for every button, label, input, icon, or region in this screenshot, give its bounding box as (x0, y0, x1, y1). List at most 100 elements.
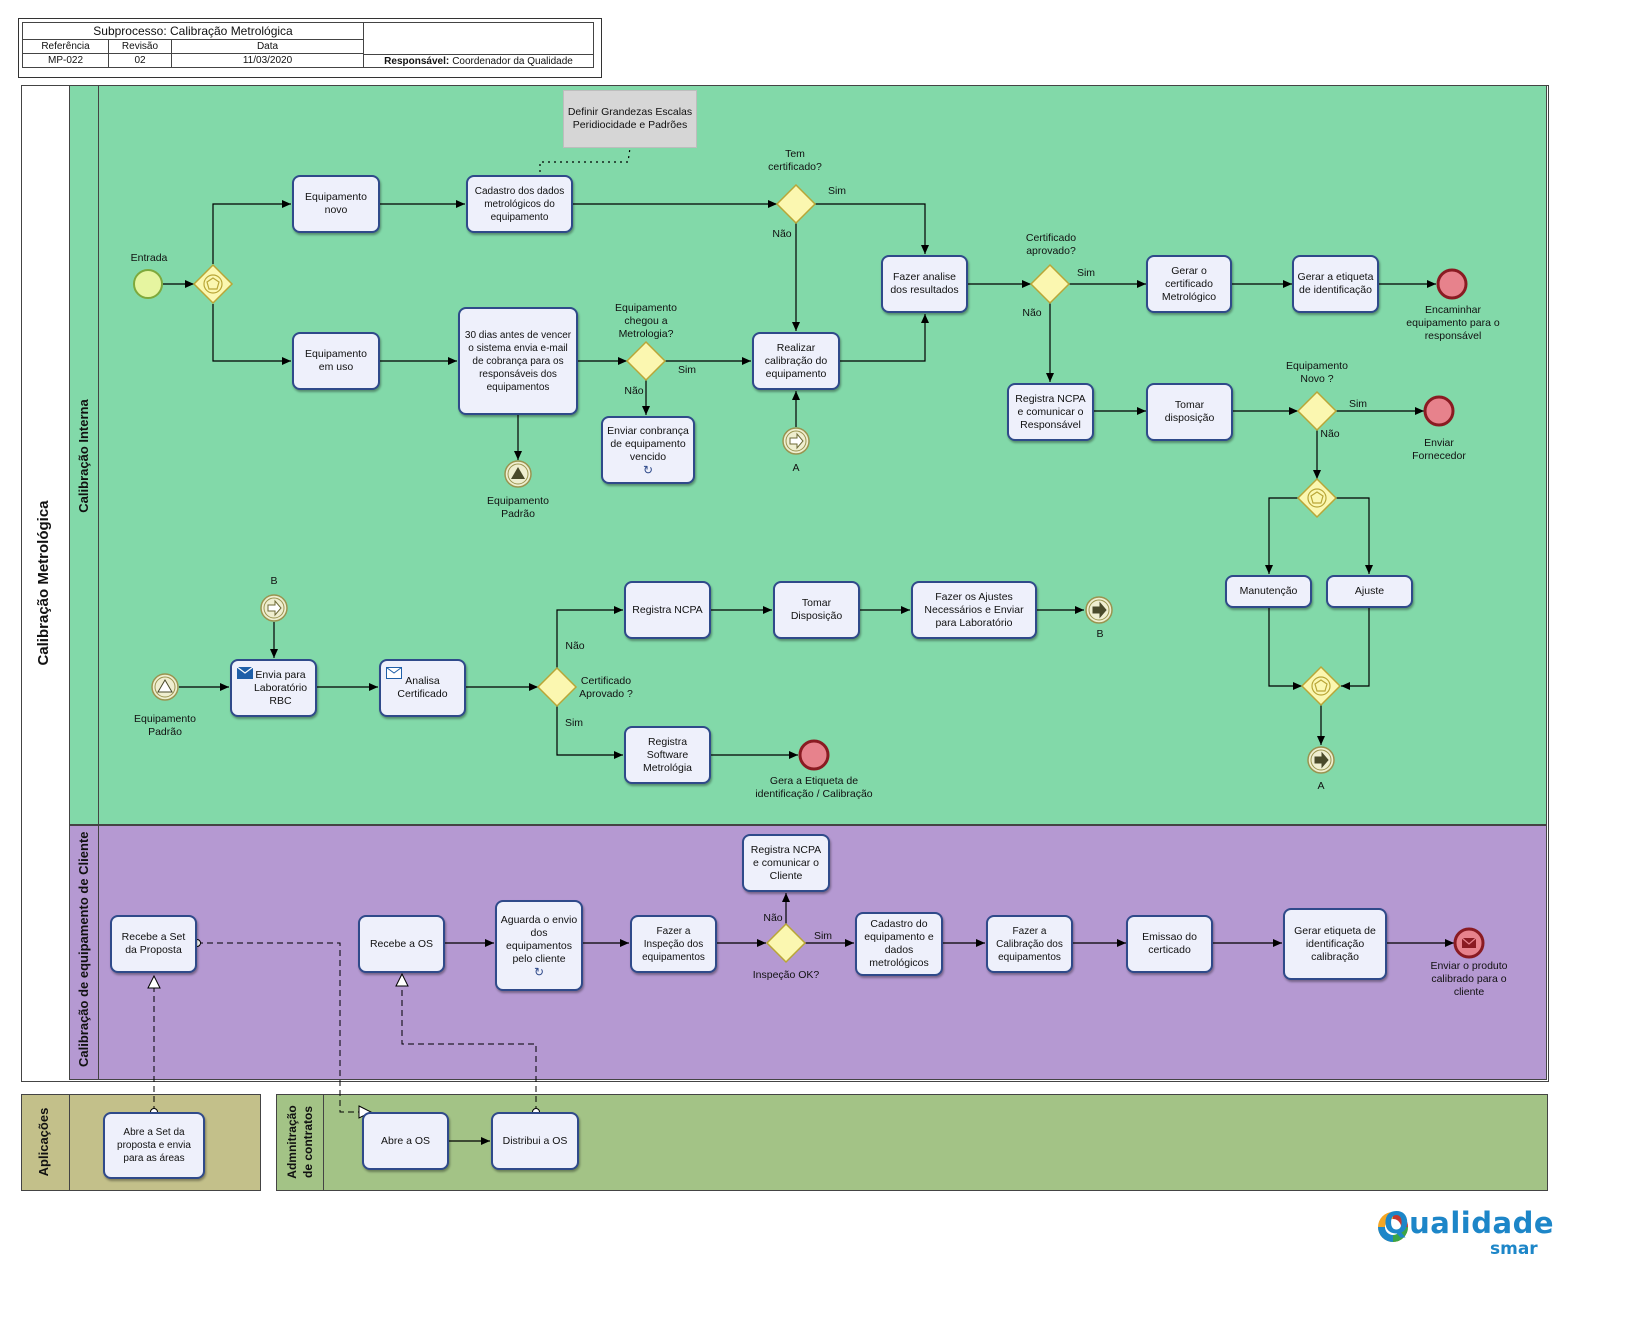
gateway-chegou (625, 340, 667, 382)
header-date-label: Data (172, 40, 364, 54)
flow-gw-uso (212, 304, 291, 365)
header-table: Subprocesso: Calibração Metrológica Refe… (22, 22, 594, 68)
task-analise-resultados[interactable]: Fazer analise dos resultados (881, 255, 968, 313)
responsible-value: Coordenador da Qualidade (452, 56, 573, 67)
gateway-inspecao (765, 922, 807, 964)
label-sim-1: Sim (827, 185, 847, 197)
msg-recebe-abreos (197, 942, 371, 1112)
label-eq-padrao-2: Equipamento Padrão (134, 713, 196, 738)
end-event-fornecedor (1423, 395, 1455, 427)
gateway-split (1296, 477, 1338, 519)
task-abre-os[interactable]: Abre a OS (362, 1112, 449, 1170)
task-recebe-os[interactable]: Recebe a OS (358, 915, 445, 973)
label-cert-aprovado: Certificado aprovado? (1025, 232, 1077, 257)
label-eq-novo: Equipamento Novo ? (1286, 360, 1348, 385)
label-tem-certificado: Tem certificado? (768, 148, 822, 173)
label-a-in: A (792, 462, 800, 474)
flow-manut-gw6 (1268, 607, 1302, 690)
label-nao-1: Não (772, 228, 792, 240)
task-registra-software[interactable]: Registra Software Metrológia (624, 726, 711, 784)
flow-ajuste-gw6 (1341, 607, 1370, 690)
pool-contracts-header (276, 1094, 324, 1191)
lane-internal-header (69, 85, 99, 825)
label-nao-5: Não (565, 640, 585, 652)
task-abre-set[interactable]: Abre a Set da proposta e envia para as á… (103, 1112, 205, 1179)
label-nao-2: Não (624, 385, 644, 397)
task-equipamento-novo[interactable]: Equipamento novo (292, 175, 380, 233)
task-registra-ncpa-responsavel[interactable]: Registra NCPA e comunicar o Responsável (1007, 383, 1094, 441)
task-inspecao[interactable]: Fazer a Inspeção dos equipamentos (630, 915, 717, 973)
task-30-dias[interactable]: 30 dias antes de vencer o sistema envia … (458, 307, 578, 415)
label-encaminhar: Encaminhar equipamento para o responsáve… (1406, 304, 1500, 342)
label-entrada: Entrada (130, 252, 168, 264)
lane-client-header (69, 825, 99, 1080)
task-gerar-etiqueta[interactable]: Gerar a etiqueta de identificação (1292, 255, 1379, 313)
task-registra-ncpa[interactable]: Registra NCPA (624, 581, 711, 639)
gateway-entrada (192, 263, 234, 305)
message-receive-icon (386, 667, 402, 679)
task-registra-ncpa-cliente[interactable]: Registra NCPA e comunicar o Cliente (742, 834, 830, 892)
task-envia-laboratorio-label: Envia para Laboratório RBC (253, 668, 308, 707)
label-a-out: A (1317, 780, 1325, 792)
gateway-cert-aprovado-2 (536, 666, 578, 708)
label-sim-2: Sim (677, 364, 697, 376)
msg-distribui-recebeos (402, 974, 537, 1112)
events (133, 268, 1485, 959)
flow-gw-sim-analise (815, 203, 929, 254)
task-ajuste[interactable]: Ajuste (1326, 575, 1413, 608)
task-gerar-etiqueta-calibracao[interactable]: Gerar etiqueta de identificação calibraç… (1283, 908, 1387, 980)
label-nao-4: Não (1320, 428, 1340, 440)
gateway-merge (1300, 665, 1342, 707)
flow-realizar-analise (840, 314, 929, 362)
label-chegou: Equipamento chegou a Metrologia? (615, 302, 677, 340)
task-tomar-disposicao-2[interactable]: Tomar Disposição (773, 581, 860, 639)
task-manutencao[interactable]: Manutenção (1225, 575, 1312, 608)
task-analisa-certificado[interactable]: Analisa Certificado (379, 659, 466, 717)
task-fazer-calibracao[interactable]: Fazer a Calibração dos equipamentos (986, 915, 1073, 973)
header-rev-value: 02 (109, 54, 172, 67)
label-sim-3: Sim (1076, 267, 1096, 279)
task-gerar-certificado[interactable]: Gerar o certificado Metrológico (1146, 255, 1232, 313)
label-eq-padrao-1: Equipamento Padrão (487, 495, 549, 520)
task-envia-laboratorio[interactable]: Envia para Laboratório RBC (230, 659, 317, 717)
header-date-value: 11/03/2020 (172, 54, 364, 67)
label-b-in: B (270, 575, 278, 587)
task-recebe-set[interactable]: Recebe a Set da Proposta (110, 915, 197, 973)
task-distribui-os[interactable]: Distribui a OS (491, 1112, 579, 1170)
flow-gw5-manut (1265, 497, 1298, 574)
label-inspecao-ok: Inspeção OK? (752, 969, 820, 981)
task-fazer-ajustes[interactable]: Fazer os Ajustes Necessários e Enviar pa… (911, 581, 1037, 639)
responsible-label: Responsável: (384, 56, 450, 67)
task-analisa-certificado-label: Analisa Certificado (397, 675, 448, 700)
label-nao-3: Não (1022, 307, 1042, 319)
header-ref-label: Referência (23, 40, 109, 54)
loop-icon: ↻ (642, 462, 654, 477)
flow-gw-novo (212, 200, 291, 264)
gateway-cert-aprovado (1029, 263, 1071, 305)
task-cadastro-dados[interactable]: Cadastro dos dados metrológicos do equip… (466, 175, 573, 233)
end-event-etiqueta (798, 739, 830, 771)
task-tomar-disposicao[interactable]: Tomar disposição (1146, 383, 1233, 441)
link-throw-b-icon (1085, 596, 1113, 624)
label-sim-5: Sim (564, 717, 584, 729)
signal-throw-eqpadrao-icon (504, 460, 532, 488)
flow-gw7-sim-software (556, 706, 623, 759)
task-enviar-cobranca[interactable]: Enviar conbrança de equipamento vencido … (601, 416, 695, 484)
link-catch-a-icon (782, 427, 810, 455)
task-emissao-certificado[interactable]: Emissao do certicado (1126, 915, 1213, 973)
label-b-out: B (1096, 628, 1104, 640)
link-throw-a-icon (1307, 746, 1335, 774)
label-gera-etiqueta: Gera a Etiqueta de identificação / Calib… (755, 775, 873, 800)
flow-gw7-nao-ncpa (556, 606, 623, 668)
end-event-encaminhar (1436, 268, 1468, 300)
pool-applications-header (21, 1094, 70, 1191)
loop-icon: ↻ (533, 964, 545, 979)
task-realizar-calibracao[interactable]: Realizar calibração do equipamento (752, 332, 840, 390)
header-title: Subprocesso: Calibração Metrológica (23, 23, 364, 40)
task-aguarda-envio[interactable]: Aguarda o envio dos equipamentos pelo cl… (495, 900, 583, 991)
task-equipamento-uso[interactable]: Equipamento em uso (292, 332, 380, 390)
header-responsible: Responsável: Coordenador da Qualidade (364, 54, 593, 68)
gateways (192, 183, 1342, 964)
task-cadastro-equipamento[interactable]: Cadastro do equipamento e dados metrológ… (855, 912, 943, 976)
